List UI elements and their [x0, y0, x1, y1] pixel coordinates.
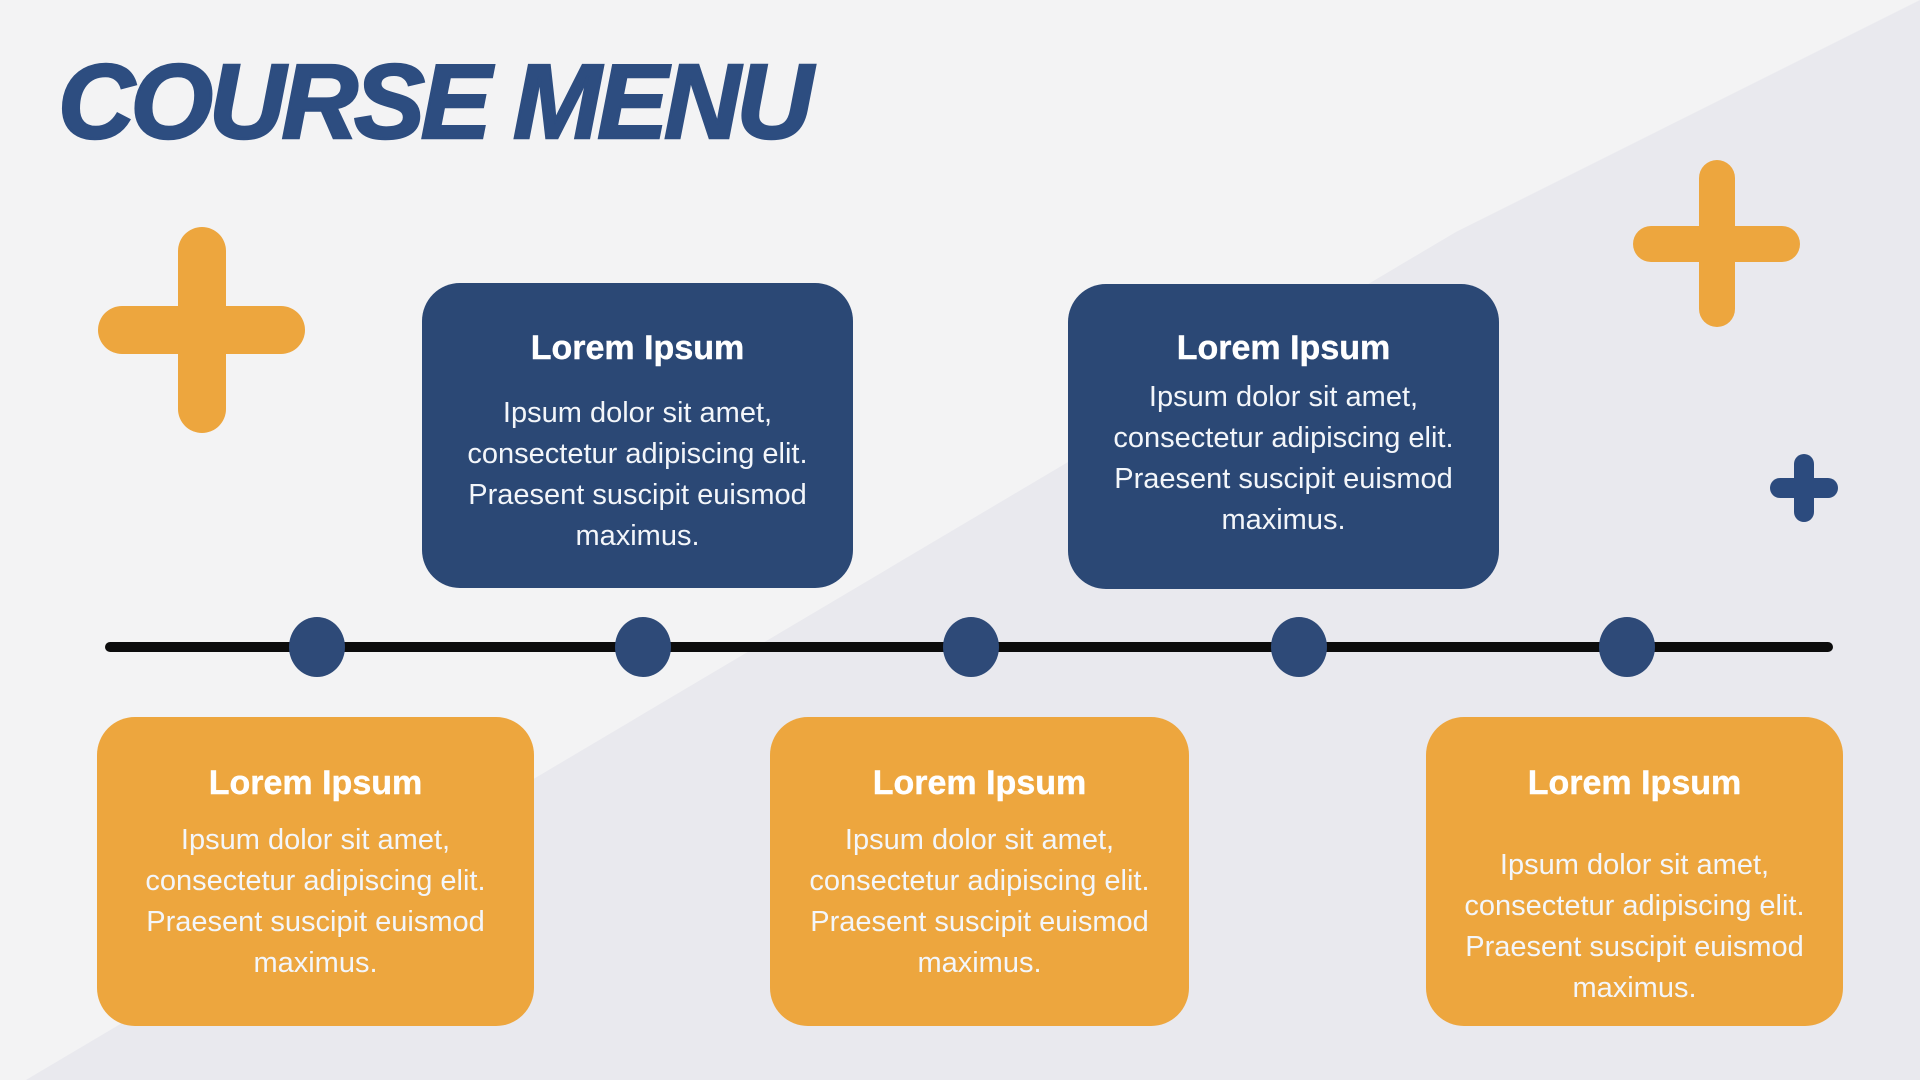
- card-body-line: Praesent suscipit euismod: [810, 906, 1149, 938]
- plus-bar-vertical: [1794, 454, 1814, 522]
- card-body-line: maximus.: [917, 947, 1042, 979]
- card-body-line: Ipsum dolor sit amet,: [1148, 381, 1419, 413]
- timeline-dot-4: [1271, 617, 1327, 677]
- plus-icon-small-navy: [1770, 454, 1838, 522]
- card-body-line: maximus.: [1221, 504, 1346, 536]
- card-heading: Lorem Ipsum: [1176, 329, 1391, 367]
- plus-bar-vertical: [1698, 160, 1735, 327]
- timeline-card-bottom-1: Lorem Ipsum Ipsum dolor sit amet, consec…: [97, 717, 534, 1026]
- card-body-line: consectetur adipiscing elit.: [1113, 422, 1454, 454]
- card-body-line: maximus.: [575, 520, 700, 552]
- timeline-dot-3: [943, 617, 999, 677]
- card-heading: Lorem Ipsum: [872, 764, 1087, 802]
- card-heading: Lorem Ipsum: [208, 764, 423, 802]
- card-heading: Lorem Ipsum: [530, 329, 745, 367]
- card-body: Ipsum dolor sit amet, consectetur adipis…: [1068, 377, 1499, 541]
- card-body-line: Praesent suscipit euismod: [468, 479, 807, 511]
- card-body-line: maximus.: [1572, 972, 1697, 1004]
- timeline-card-top-2: Lorem Ipsum Ipsum dolor sit amet, consec…: [1068, 284, 1499, 589]
- card-body-line: Praesent suscipit euismod: [1465, 931, 1804, 963]
- card-body-line: Ipsum dolor sit amet,: [502, 397, 773, 429]
- card-body: Ipsum dolor sit amet, consectetur adipis…: [422, 393, 853, 557]
- timeline-dot-2: [615, 617, 671, 677]
- timeline-card-top-1: Lorem Ipsum Ipsum dolor sit amet, consec…: [422, 283, 853, 588]
- card-body-line: consectetur adipiscing elit.: [145, 865, 486, 897]
- card-body-line: Praesent suscipit euismod: [146, 906, 485, 938]
- card-body: Ipsum dolor sit amet, consectetur adipis…: [770, 820, 1189, 984]
- timeline-card-bottom-2: Lorem Ipsum Ipsum dolor sit amet, consec…: [770, 717, 1189, 1026]
- timeline-dot-1: [289, 617, 345, 677]
- card-body-line: Ipsum dolor sit amet,: [180, 824, 451, 856]
- card-body-line: Ipsum dolor sit amet,: [1499, 849, 1770, 881]
- card-body-line: Praesent suscipit euismod: [1114, 463, 1453, 495]
- timeline-dot-5: [1599, 617, 1655, 677]
- card-body: Ipsum dolor sit amet, consectetur adipis…: [1426, 845, 1843, 1009]
- plus-bar-vertical: [177, 227, 226, 433]
- plus-icon-left: [98, 227, 305, 433]
- card-body-line: maximus.: [253, 947, 378, 979]
- page-title: COURSE MENU: [57, 43, 815, 161]
- card-body-line: consectetur adipiscing elit.: [1464, 890, 1805, 922]
- card-body-line: consectetur adipiscing elit.: [809, 865, 1150, 897]
- timeline-card-bottom-3: Lorem Ipsum Ipsum dolor sit amet, consec…: [1426, 717, 1843, 1026]
- card-body-line: consectetur adipiscing elit.: [467, 438, 808, 470]
- card-body: Ipsum dolor sit amet, consectetur adipis…: [97, 820, 534, 984]
- card-body-line: Ipsum dolor sit amet,: [844, 824, 1115, 856]
- plus-icon-top-right: [1633, 160, 1800, 327]
- card-heading: Lorem Ipsum: [1527, 764, 1742, 802]
